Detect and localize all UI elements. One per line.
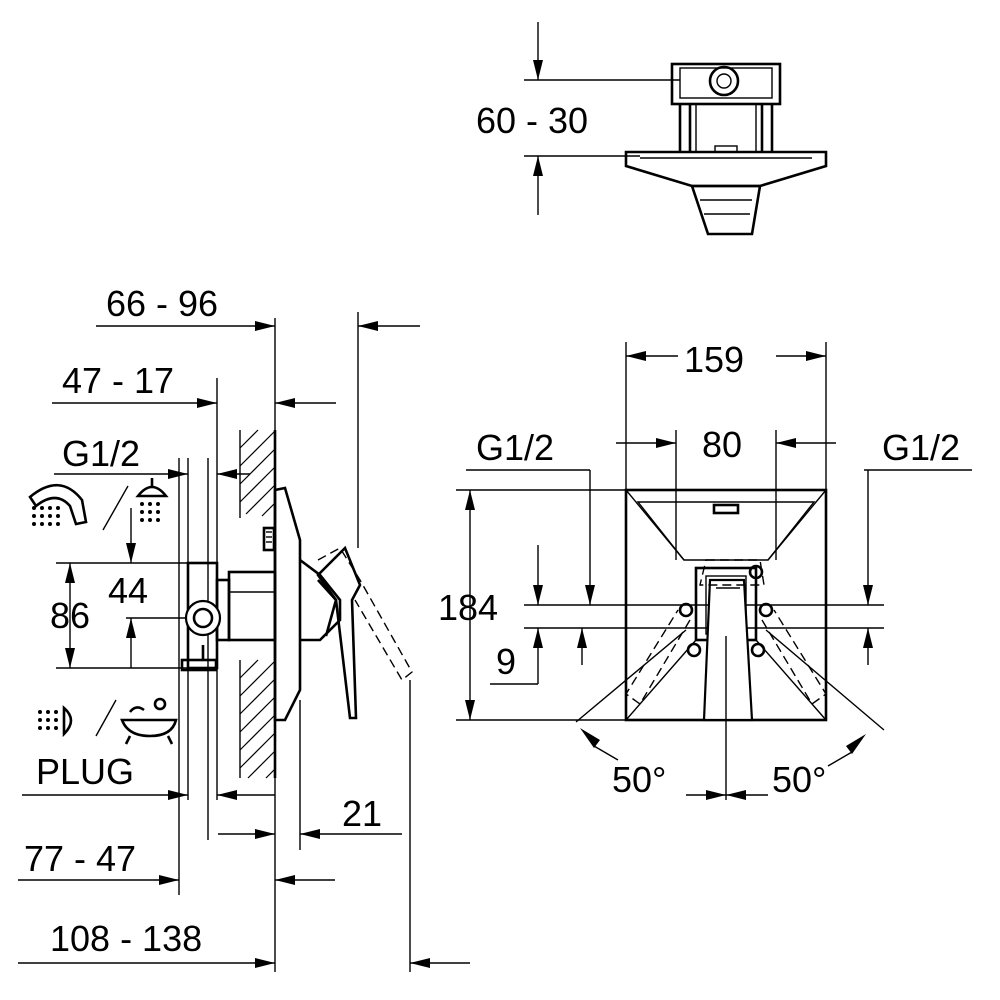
front-view: 159 80 G1/2 G1/2 184 9 — [438, 339, 972, 800]
thread-left-label: G1/2 — [62, 433, 140, 474]
bathtub-icon — [120, 697, 178, 745]
angle-right-label: 50° — [772, 759, 826, 800]
top-view: 60 - 30 — [476, 22, 828, 236]
width-80-label: 80 — [702, 424, 742, 465]
escutcheon-side — [262, 486, 342, 722]
wall-section — [239, 429, 277, 779]
hand-shower-icon — [28, 483, 88, 526]
valve-body — [180, 561, 277, 672]
plug-label: PLUG — [36, 751, 134, 792]
height-86-label: 86 — [50, 595, 90, 636]
lever-handle-side — [316, 545, 413, 720]
thread-front-right-label: G1/2 — [882, 427, 960, 468]
side-view: 66 - 96 47 - 17 G1/2 86 44 — [18, 283, 470, 972]
thread-front-left-label: G1/2 — [476, 427, 554, 468]
depth-b-label: 47 - 17 — [62, 360, 174, 401]
body-jet-icon — [38, 705, 73, 738]
depth-d-label: 108 - 138 — [50, 918, 202, 959]
depth-a-label: 66 - 96 — [106, 283, 218, 324]
height-184-label: 184 — [438, 587, 498, 628]
offset-9-label: 9 — [496, 641, 516, 682]
dim-21-label: 21 — [342, 793, 382, 834]
width-159-label: 159 — [684, 339, 744, 380]
top-depth-label: 60 - 30 — [476, 100, 588, 141]
height-44-label: 44 — [108, 570, 148, 611]
angle-left-label: 50° — [612, 759, 666, 800]
overhead-shower-icon — [135, 478, 169, 522]
depth-c-label: 77 - 47 — [24, 838, 136, 879]
